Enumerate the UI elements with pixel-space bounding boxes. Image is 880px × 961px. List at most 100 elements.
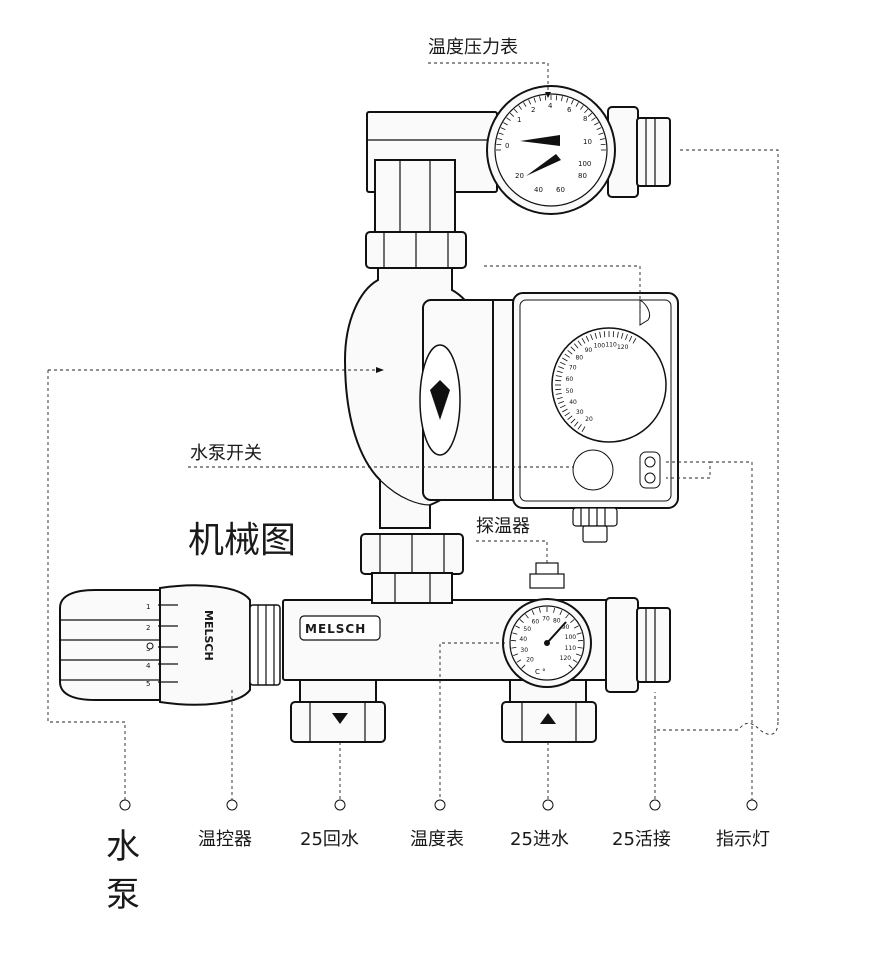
dial-tick (531, 610, 535, 615)
dial-tick (599, 331, 602, 338)
pressure-gauge: 1 2 4 6 8 10 0 20 40 60 80 100 (486, 85, 616, 215)
dial-scale-label: 60 (566, 376, 574, 383)
temperature-sensor (529, 562, 565, 589)
dial-scale-label: 120 (560, 655, 572, 662)
thermostat-scale-num: 2 (146, 624, 150, 632)
dial-tick (573, 343, 579, 349)
label-thermostat: 温控器 (198, 829, 252, 850)
dial-tick (506, 117, 511, 121)
gauge-num: 1 (517, 116, 521, 124)
label-thermometer: 温度表 (410, 829, 464, 850)
gauge-num: 2 (531, 106, 535, 114)
label-return-water: 25回水 (300, 829, 359, 850)
dial-tick (570, 619, 575, 624)
dial-scale-label: 40 (519, 636, 527, 643)
label-pump-switch: 水泵开关 (190, 443, 262, 464)
pump-switch-button[interactable] (572, 449, 614, 491)
dial-tick (556, 370, 563, 373)
dial-tick (555, 379, 562, 382)
dial-scale-label: 20 (526, 656, 534, 663)
dial-tick (562, 408, 568, 413)
dial-tick (523, 102, 527, 107)
dial-tick (533, 97, 536, 103)
thermometer-unit: C ° (535, 668, 546, 676)
dial-tick (584, 108, 589, 114)
label-indicator: 指示灯 (716, 829, 770, 850)
label-union: 25活接 (612, 829, 671, 850)
dial-tick (509, 112, 515, 117)
dial-scale-label: 110 (565, 645, 577, 652)
top-union (607, 106, 671, 198)
dial-tick (572, 659, 578, 663)
gauge-num: 80 (578, 172, 587, 180)
dial-tick (559, 361, 566, 366)
dial-scale-label: 80 (553, 618, 561, 625)
dial-tick (570, 418, 576, 424)
dial-tick (590, 334, 593, 341)
thermostat-pointer-icon (146, 642, 154, 650)
dial-tick (512, 632, 518, 635)
dial-tick (576, 632, 582, 635)
dial-scale-label: 20 (585, 416, 593, 423)
dial-tick (573, 421, 579, 427)
leader-lines (47, 62, 779, 800)
dial-tick (521, 664, 526, 669)
dial-tick (594, 122, 599, 126)
dial-scale-label: 50 (523, 626, 531, 633)
dial-scale-label: 90 (562, 624, 570, 631)
indicator-light-icon (644, 472, 656, 484)
dial-tick (553, 607, 556, 613)
dial-tick (555, 95, 558, 101)
dial-tick (591, 117, 596, 121)
gauge-num: 100 (578, 160, 591, 168)
lower-nut (360, 533, 464, 575)
dial-scale-label: 100 (594, 343, 606, 350)
label-pump: 泵 (106, 875, 140, 915)
manifold-brand-text: MELSCH (305, 622, 366, 636)
dial-tick (628, 335, 633, 342)
dial-tick (621, 332, 624, 339)
thermostat-brand-text: MELSCH (202, 610, 215, 661)
indicator-light-icon (644, 456, 656, 468)
dial-scale-label: 120 (617, 344, 629, 351)
gauge-needle (520, 135, 560, 146)
dial-tick (567, 415, 573, 421)
dial-tick (498, 132, 504, 135)
dial-tick (558, 401, 565, 404)
dial-scale-label: 90 (585, 347, 593, 354)
dial-tick (555, 388, 562, 391)
label-sensor: 探温器 (476, 516, 530, 537)
gauge-num: 0 (505, 142, 509, 150)
thermometer-needle (546, 621, 567, 644)
anchor-point (334, 799, 346, 811)
gauge-num: 20 (515, 172, 524, 180)
dial-scale-label: 60 (532, 619, 540, 626)
gauge-num: 60 (556, 186, 565, 194)
dial-tick (581, 338, 586, 344)
thermostat-scale-num: 4 (146, 662, 151, 670)
dial-tick (564, 412, 570, 417)
dial-tick (562, 357, 568, 362)
dial-tick (538, 607, 541, 613)
label-pressure-gauge: 温度压力表 (428, 37, 518, 58)
dial-tick (519, 619, 524, 624)
dial-tick (566, 97, 569, 103)
anchor-point (746, 799, 758, 811)
dial-tick (577, 647, 583, 649)
dial-tick (561, 96, 563, 102)
label-pump: 水 (106, 827, 140, 867)
dial-tick (555, 392, 562, 395)
dial-scale-label: 110 (605, 342, 617, 349)
thermostat-scale-num: 5 (146, 680, 150, 688)
dial-tick (625, 334, 628, 341)
dial-tick (580, 105, 584, 110)
dial-tick (596, 127, 602, 131)
bottom-union (605, 597, 671, 693)
dial-tick (632, 338, 637, 344)
dial-tick (556, 397, 563, 400)
anchor-point (119, 799, 131, 811)
dial-scale-label: 30 (520, 647, 528, 654)
dial-tick (577, 424, 582, 430)
dial-scale-label: 70 (569, 365, 577, 372)
